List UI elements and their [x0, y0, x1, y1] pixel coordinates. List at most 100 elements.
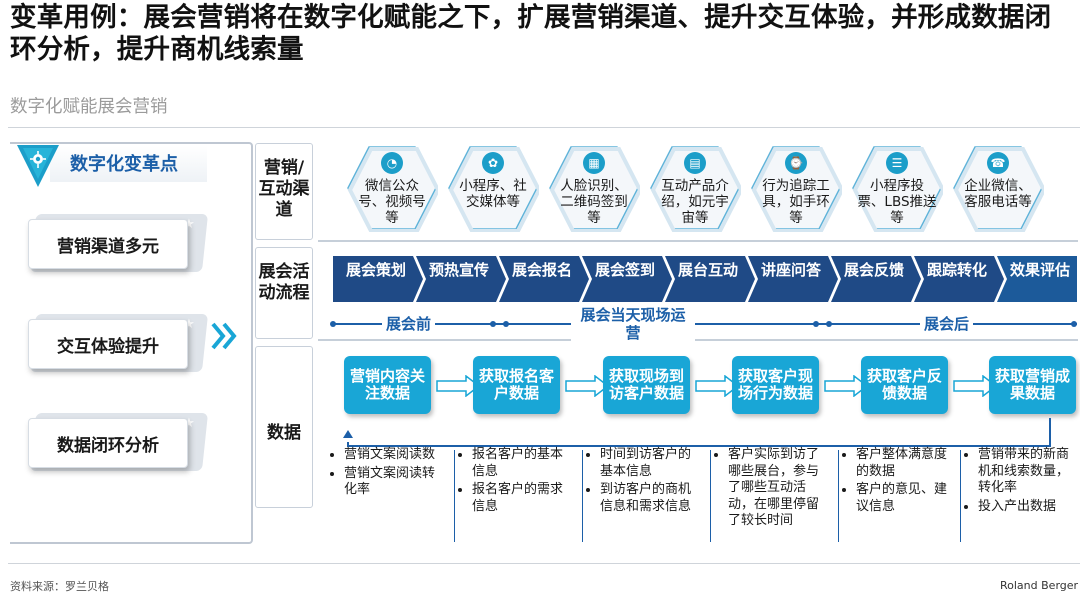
row-label-channels: 营销/互动渠道 — [258, 158, 310, 220]
data-detail-item: 营销文案阅读数 — [344, 447, 444, 464]
channel-label: 人脸识别、二维码签到等 — [560, 178, 628, 226]
data-box: 获取现场到访客户数据 — [603, 356, 690, 414]
process-arrow — [665, 256, 755, 302]
star-icon: ★ — [183, 217, 195, 232]
star-icon: ★ — [183, 416, 195, 431]
left-panel-header — [50, 146, 207, 182]
card-label: 数据闭环分析 — [57, 435, 159, 456]
data-detail-item: 时间到访客户的基本信息 — [600, 447, 700, 480]
process-arrow — [748, 256, 838, 302]
channel-hexagon — [750, 144, 845, 233]
data-box: 获取报名客户数据 — [473, 356, 560, 414]
hexagon-shape — [347, 146, 441, 233]
column-divider — [960, 450, 961, 542]
card-channel-diversity: 营销渠道多元 — [28, 219, 188, 269]
process-arrow — [582, 256, 672, 302]
flow-arrow-icon — [695, 375, 739, 397]
data-box: 获取客户现场行为数据 — [732, 356, 819, 414]
timeline-dot — [813, 321, 819, 327]
double-chevron-icon — [211, 322, 237, 350]
channel-label: 互动产品介绍，如元宇宙等 — [661, 178, 729, 226]
process-arrow — [997, 256, 1077, 302]
process-step-label: 讲座问答 — [760, 261, 821, 279]
process-step-label: 展会反馈 — [843, 261, 904, 279]
process-arrow — [416, 256, 506, 302]
process-arrow — [333, 256, 423, 302]
card-interaction-upgrade: 交互体验提升 — [28, 319, 188, 369]
timeline-dot — [490, 321, 496, 327]
tracking-device-icon: ⌚ — [785, 152, 807, 174]
flow-arrow-icon — [565, 375, 609, 397]
card-label: 交互体验提升 — [57, 336, 159, 357]
voting-icon: ☰ — [886, 152, 908, 174]
hexagon-shape — [751, 146, 845, 233]
data-detail-list: 客户实际到访了哪些展台，参与了哪些互动活动，在哪里停留了较长时间 — [716, 447, 828, 532]
process-step-label: 展会签到 — [594, 261, 655, 279]
page-subtitle: 数字化赋能展会营销 — [10, 97, 168, 117]
row-label-box — [255, 143, 313, 240]
channel-hexagon — [649, 144, 744, 233]
left-panel-title: 数字化变革点 — [70, 154, 178, 175]
data-box: 营销内容关注数据 — [344, 356, 431, 414]
data-loop-line — [343, 418, 1051, 447]
data-detail-list: 营销文案阅读数营销文案阅读转化率 — [332, 447, 444, 501]
hexagon-shape — [549, 146, 643, 233]
channel-hexagon — [447, 144, 542, 233]
page-title: 变革用例：展会营销将在数字化赋能之下，扩展营销渠道、提升交互体验，并形成数据闭环… — [10, 2, 1052, 65]
hexagon-shape — [852, 146, 946, 233]
card-label: 营销渠道多元 — [57, 236, 159, 257]
row-divider — [318, 240, 1078, 242]
data-detail-item: 客户实际到访了哪些展台，参与了哪些互动活动，在哪里停留了较长时间 — [728, 447, 828, 530]
column-divider — [582, 450, 583, 542]
row-label-box — [255, 247, 313, 339]
data-detail-list: 营销带来的新商机和线索数量，转化率投入产出数据 — [966, 447, 1074, 517]
face-recognition-icon: ▦ — [583, 152, 605, 174]
channel-label: 微信公众号、视频号等 — [358, 178, 426, 226]
star-icon: ★ — [183, 317, 195, 332]
mini-program-icon: ✿ — [482, 152, 504, 174]
column-divider — [454, 450, 455, 542]
timeline-dot — [826, 321, 832, 327]
footer-divider — [8, 563, 1080, 564]
process-step-label: 效果评估 — [1009, 261, 1070, 279]
channel-hexagon — [346, 144, 441, 233]
data-detail-list: 报名客户的基本信息报名客户的需求信息 — [460, 447, 572, 517]
timeline-dot — [1071, 321, 1077, 327]
data-detail-item: 报名客户的基本信息 — [472, 447, 572, 480]
process-step-label: 预热宣传 — [428, 261, 489, 279]
product-display-icon: ▤ — [684, 152, 706, 174]
channel-hexagon — [851, 144, 946, 233]
data-box-label: 获取现场到访客户数据 — [608, 367, 684, 402]
data-box-label: 获取营销成果数据 — [994, 367, 1070, 402]
wechat-icon: ◔ — [381, 152, 403, 174]
data-detail-item: 客户整体满意度的数据 — [856, 447, 956, 480]
customer-service-icon: ☎ — [987, 152, 1009, 174]
row-label-process: 展会活动流程 — [258, 262, 310, 303]
process-arrow — [499, 256, 589, 302]
flow-arrow-icon — [436, 375, 480, 397]
data-box-label: 获取报名客户数据 — [478, 367, 554, 402]
channel-label: 小程序、社交媒体等 — [459, 178, 527, 210]
process-arrow — [831, 256, 921, 302]
flow-arrow-icon — [824, 375, 868, 397]
data-box-label: 营销内容关注数据 — [349, 367, 425, 402]
hexagon-shape — [650, 146, 744, 233]
column-divider — [838, 450, 839, 542]
timeline-dot — [330, 321, 336, 327]
timeline-dot — [503, 321, 509, 327]
channel-label: 行为追踪工具，如手环等 — [762, 178, 830, 226]
channel-label: 小程序投票、LBS推送等 — [857, 178, 937, 226]
data-box: 获取营销成果数据 — [989, 356, 1076, 414]
process-step-label: 展会报名 — [511, 261, 572, 279]
source-note: 资料来源：罗兰贝格 — [10, 580, 109, 593]
data-detail-item: 营销带来的新商机和线索数量，转化率 — [978, 447, 1074, 497]
card-data-loop: 数据闭环分析 — [28, 418, 188, 468]
data-detail-list: 时间到访客户的基本信息到访客户的商机信息和需求信息 — [588, 447, 700, 517]
data-detail-list: 客户整体满意度的数据客户的意见、建议信息 — [844, 447, 956, 517]
hexagon-shape — [448, 146, 542, 233]
channel-hexagon — [548, 144, 643, 233]
row-label-data: 数据 — [267, 423, 301, 443]
data-detail-item: 营销文案阅读转化率 — [344, 466, 444, 499]
data-detail-item: 客户的意见、建议信息 — [856, 482, 956, 515]
data-detail-item: 报名客户的需求信息 — [472, 482, 572, 515]
